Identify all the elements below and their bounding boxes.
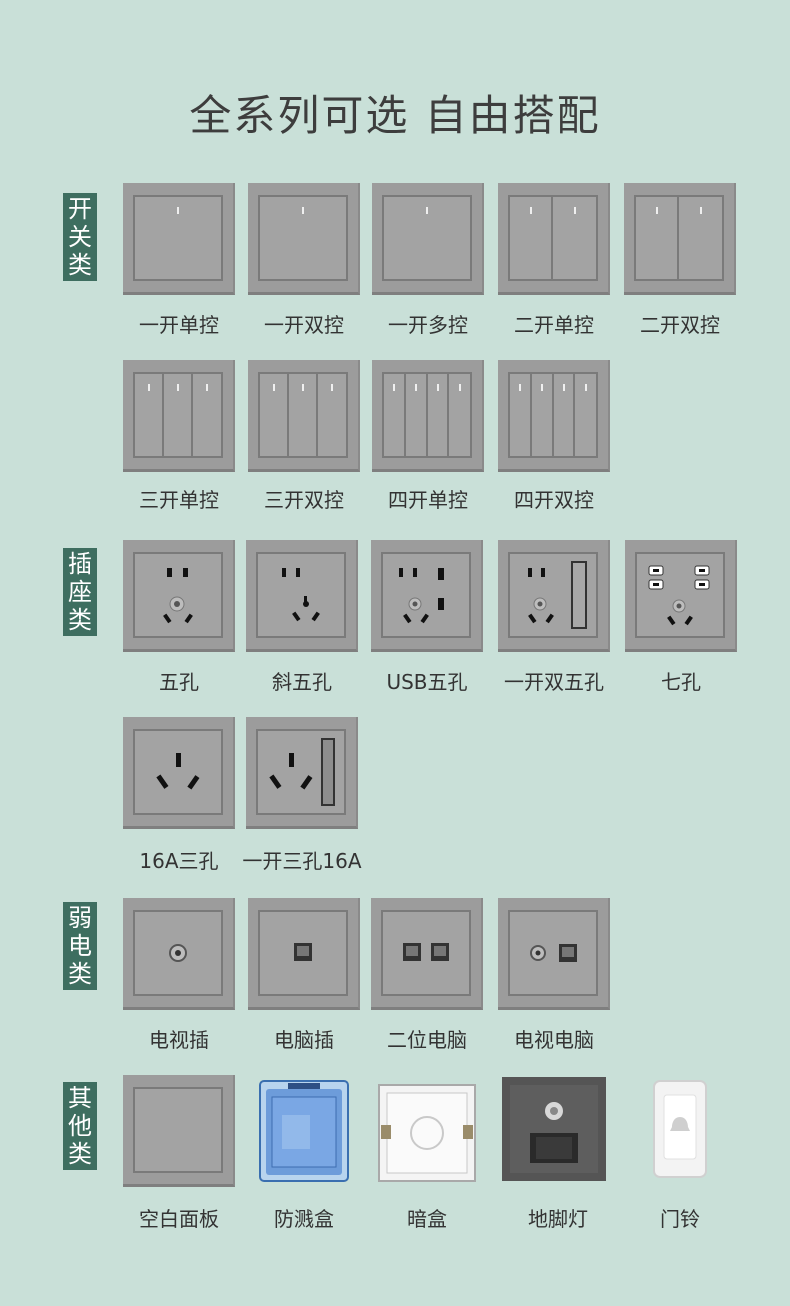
product-tv-socket[interactable]: 电视插 <box>123 898 235 1052</box>
usb-socket-icon <box>399 568 444 624</box>
product-label: 16A三孔 <box>139 849 219 873</box>
product-one-gang-multi[interactable]: 一开多控 <box>372 183 484 337</box>
socket-panel-image <box>123 540 235 652</box>
category-tag-switches: 开关类 <box>63 193 97 281</box>
socket-panel-image <box>246 540 358 652</box>
product-label: 地脚灯 <box>528 1207 588 1231</box>
switch-panel-image <box>498 360 610 472</box>
socket-with-switch-icon <box>528 561 587 629</box>
product-16a-three-hole-socket[interactable]: 16A三孔 <box>123 717 235 873</box>
product-label: 电脑插 <box>274 1028 334 1052</box>
switch-panel-image <box>248 360 360 472</box>
tv-computer-socket-panel-image <box>498 898 610 1010</box>
product-label: 电视电脑 <box>514 1028 594 1052</box>
switch-panel-image <box>624 183 736 295</box>
product-computer-socket[interactable]: 电脑插 <box>248 898 360 1052</box>
tv-coax-icon <box>169 944 187 962</box>
product-label: 二开双控 <box>640 313 720 337</box>
product-two-gang-single[interactable]: 二开单控 <box>498 183 610 337</box>
product-four-gang-single[interactable]: 四开单控 <box>372 360 484 512</box>
product-label: 斜五孔 <box>272 670 332 694</box>
category-tag-others: 其他类 <box>63 1082 97 1170</box>
product-label: 二开单控 <box>514 313 594 337</box>
floor-light-icon <box>502 1077 606 1181</box>
switch-panel-image <box>248 183 360 295</box>
product-doorbell[interactable]: 门铃 <box>624 1075 736 1231</box>
category-tag-weak-current: 弱电类 <box>63 902 97 990</box>
socket-panel-image <box>246 717 358 829</box>
product-four-gang-double[interactable]: 四开双控 <box>498 360 610 512</box>
ethernet-port-icon <box>294 943 312 961</box>
product-label: 一开三孔16A <box>242 849 362 873</box>
product-label: 三开双控 <box>264 488 344 512</box>
seven-hole-socket-icon <box>648 565 710 626</box>
socket-panel-image <box>625 540 737 652</box>
product-label: USB五孔 <box>386 670 468 694</box>
product-label: 三开单控 <box>139 488 219 512</box>
product-blank-panel[interactable]: 空白面板 <box>123 1075 235 1231</box>
product-tv-computer-socket[interactable]: 电视电脑 <box>498 898 610 1052</box>
switch-panel-image <box>123 360 235 472</box>
tv-ethernet-icon <box>530 944 577 962</box>
product-label: 一开单控 <box>139 313 219 337</box>
wall-box-icon <box>378 1084 476 1182</box>
product-usb-five-hole-socket[interactable]: USB五孔 <box>371 540 483 694</box>
switch-panel-image <box>123 183 235 295</box>
product-five-hole-socket[interactable]: 五孔 <box>123 540 235 694</box>
doorbell-icon <box>653 1080 707 1178</box>
category-tag-sockets: 插座类 <box>63 548 97 636</box>
product-label: 门铃 <box>660 1207 700 1231</box>
product-label: 一开双五孔 <box>504 670 604 694</box>
product-three-gang-single[interactable]: 三开单控 <box>123 360 235 512</box>
socket-holes-icon <box>163 568 193 624</box>
product-slant-five-hole-socket[interactable]: 斜五孔 <box>246 540 358 694</box>
blank-panel-image <box>123 1075 235 1187</box>
splash-box-icon <box>259 1080 349 1182</box>
switch-panel-image <box>372 183 484 295</box>
product-label: 防溅盒 <box>274 1207 334 1231</box>
product-label: 四开双控 <box>514 488 594 512</box>
product-three-gang-double[interactable]: 三开双控 <box>248 360 360 512</box>
product-floor-light[interactable]: 地脚灯 <box>502 1077 614 1231</box>
product-dual-computer-socket[interactable]: 二位电脑 <box>371 898 483 1052</box>
computer-socket-panel-image <box>248 898 360 1010</box>
product-switch-double-five-hole[interactable]: 一开双五孔 <box>498 540 610 694</box>
product-one-gang-single[interactable]: 一开单控 <box>123 183 235 337</box>
product-label: 一开多控 <box>388 313 468 337</box>
socket-holes-icon <box>282 568 320 622</box>
product-seven-hole-socket[interactable]: 七孔 <box>625 540 737 694</box>
product-label: 空白面板 <box>139 1207 219 1231</box>
tv-socket-panel-image <box>123 898 235 1010</box>
product-two-gang-double[interactable]: 二开双控 <box>624 183 736 337</box>
switch-panel-image <box>498 183 610 295</box>
product-label: 四开单控 <box>388 488 468 512</box>
socket-panel-image <box>123 717 235 829</box>
product-label: 七孔 <box>661 670 701 694</box>
product-label: 暗盒 <box>407 1207 447 1231</box>
product-switch-three-hole-16a[interactable]: 一开三孔16A <box>242 717 362 873</box>
dual-computer-socket-panel-image <box>371 898 483 1010</box>
socket-panel-image <box>371 540 483 652</box>
product-label: 一开双控 <box>264 313 344 337</box>
three-hole-socket-icon <box>156 753 200 790</box>
product-one-gang-double[interactable]: 一开双控 <box>248 183 360 337</box>
product-wall-box[interactable]: 暗盒 <box>371 1075 483 1231</box>
product-label: 五孔 <box>159 670 199 694</box>
dual-ethernet-port-icon <box>403 943 449 961</box>
socket-panel-image <box>498 540 610 652</box>
page-title: 全系列可选 自由搭配 <box>189 91 601 140</box>
switch-panel-image <box>372 360 484 472</box>
product-splash-box[interactable]: 防溅盒 <box>248 1075 360 1231</box>
three-hole-socket-with-switch-icon <box>269 738 335 806</box>
product-label: 二位电脑 <box>387 1028 467 1052</box>
product-label: 电视插 <box>149 1028 209 1052</box>
